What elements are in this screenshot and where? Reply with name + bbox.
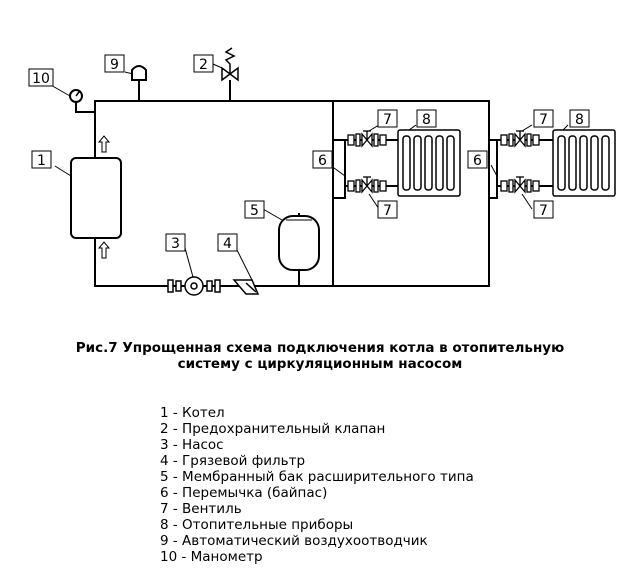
legend-item: 9 - Автоматический воздухоотводчик xyxy=(160,533,428,549)
label-bypass-right: 6 xyxy=(473,153,482,169)
flow-arrow-up-icon xyxy=(97,135,111,153)
caption-line-2: систему с циркуляционным насосом xyxy=(177,356,463,372)
radiator-icon xyxy=(397,129,461,197)
legend-list: 1 - Котел 2 - Предохранительный клапан 3… xyxy=(160,405,474,565)
valve-icon xyxy=(500,130,540,148)
branch-pipe-right xyxy=(489,139,553,199)
boiler xyxy=(70,157,122,239)
expansion-tank-icon xyxy=(278,213,320,286)
legend-item: 2 - Предохранительный клапан xyxy=(160,421,386,437)
flow-arrow-up-icon xyxy=(97,241,111,259)
legend-item: 7 - Вентиль xyxy=(160,501,242,517)
valve-icon xyxy=(347,176,387,194)
legend-item: 1 - Котел xyxy=(160,405,225,421)
legend-item: 3 - Насос xyxy=(160,437,224,453)
label-valve-top-right: 7 xyxy=(539,112,548,128)
radiator-icon xyxy=(552,129,616,197)
valve-icon xyxy=(347,130,387,148)
label-air-vent: 9 xyxy=(110,57,119,73)
label-pump: 3 xyxy=(171,236,180,252)
branch-pipe-left xyxy=(333,139,398,199)
label-boiler: 1 xyxy=(37,153,46,169)
air-vent-icon xyxy=(131,65,147,81)
label-valve-top-left: 7 xyxy=(383,112,392,128)
label-radiator-right: 8 xyxy=(575,112,584,128)
label-manometer: 10 xyxy=(32,71,50,87)
label-valve-bottom-left: 7 xyxy=(383,203,392,219)
label-bypass-left: 6 xyxy=(318,153,327,169)
label-radiator-left: 8 xyxy=(422,112,431,128)
safety-valve-icon xyxy=(221,47,239,82)
heating-scheme-diagram: 1 10 9 2 3 4 5 6 6 7 7 8 7 7 8 xyxy=(28,47,616,296)
label-filter: 4 xyxy=(223,236,232,252)
legend-item: 6 - Перемычка (байпас) xyxy=(160,485,328,501)
label-safety-valve: 2 xyxy=(199,57,208,73)
legend-item: 10 - Манометр xyxy=(160,549,263,565)
legend-item: 4 - Грязевой фильтр xyxy=(160,453,306,469)
label-tank: 5 xyxy=(250,203,259,219)
valve-icon xyxy=(500,176,540,194)
label-valve-bottom-right: 7 xyxy=(539,203,548,219)
legend-item: 8 - Отопительные приборы xyxy=(160,517,354,533)
caption-line-1: Рис.7 Упрощенная схема подключения котла… xyxy=(75,340,565,356)
dirt-filter-icon xyxy=(232,279,260,295)
pump-icon xyxy=(167,276,221,296)
figure-caption: Рис.7 Упрощенная схема подключения котла… xyxy=(0,340,640,372)
legend-item: 5 - Мембранный бак расширительного типа xyxy=(160,469,474,485)
